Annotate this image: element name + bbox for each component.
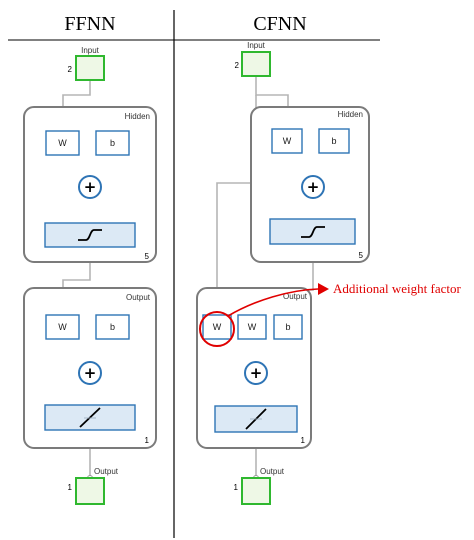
ffnn-hidden-plus-icon: + (84, 178, 97, 196)
ffnn-input-node (75, 55, 105, 81)
cfnn-network: Input 2 Hidden W b + 5 Output W W b + 1 (196, 41, 461, 505)
ffnn-hidden-label: Hidden (125, 112, 150, 121)
ffnn-output-sum-node (78, 361, 102, 385)
ffnn-hidden-sum-node (78, 175, 102, 199)
cfnn-hidden-weight-label: W (283, 136, 292, 146)
cfnn-output-bias-label: b (285, 322, 290, 332)
cfnn-output-node (241, 477, 271, 505)
cfnn-output-layer-label: Output (283, 292, 308, 301)
ffnn-output-size: 1 (68, 483, 73, 492)
ffnn-hidden-size: 5 (145, 252, 150, 261)
cfnn-output-label: Output (260, 467, 285, 476)
cfnn-extra-weight-box (202, 314, 232, 340)
cfnn-output-bias-box (273, 314, 303, 340)
cfnn-hidden-bias-box (318, 128, 350, 154)
ffnn-title: FFNN (64, 13, 115, 35)
ffnn-input-label: Input (81, 46, 100, 55)
cfnn-output-weight-label: W (248, 322, 257, 332)
ffnn-hidden-bias-label: b (110, 138, 115, 148)
cfnn-hidden-sum-node (301, 175, 325, 199)
annotation-arrow-head-icon (318, 283, 329, 295)
cfnn-output-sum-node (244, 361, 268, 385)
cfnn-output-weight-box (237, 314, 267, 340)
ffnn-hidden-weight-label: W (58, 138, 67, 148)
ffnn-network: Input 2 Hidden W b + 5 Output W b + 1 Ou… (23, 46, 157, 505)
cfnn-hidden-plus-icon: + (307, 178, 320, 196)
ffnn-hidden-bias-box (95, 130, 130, 156)
ffnn-output-weight-label: W (58, 322, 67, 332)
ffnn-input-to-w-connector (62, 80, 91, 113)
annotation-arrow-line (227, 288, 319, 317)
cfnn-hidden-bias-label: b (331, 136, 336, 146)
ffnn-output-node (75, 477, 105, 505)
sigmoid-icon (301, 226, 325, 238)
cfnn-output-size: 1 (234, 483, 239, 492)
annotation-text: Additional weight factor (333, 281, 461, 296)
cfnn-output-plus-icon: + (250, 364, 263, 382)
cfnn-input-size: 2 (235, 61, 240, 70)
ffnn-hidden-weight-box (45, 130, 80, 156)
cfnn-hidden-weight-box (271, 128, 303, 154)
cfnn-output-layer-size: 1 (301, 436, 306, 445)
ffnn-output-bias-label: b (110, 322, 115, 332)
ffnn-output-weight-box (45, 314, 80, 340)
ffnn-output-plus-icon: + (84, 364, 97, 382)
cfnn-input-node (241, 51, 271, 77)
sigmoid-icon (78, 229, 102, 241)
cfnn-input-to-hidden-connector (255, 76, 289, 113)
cfnn-title: CFNN (253, 13, 306, 35)
ffnn-output-label: Output (94, 467, 119, 476)
cfnn-hidden-label: Hidden (338, 110, 363, 119)
ffnn-output-bias-box (95, 314, 130, 340)
highlight-circle (199, 311, 235, 347)
cfnn-input-label: Input (247, 41, 266, 50)
ffnn-output-layer-label: Output (126, 293, 151, 302)
ffnn-input-size: 2 (68, 65, 73, 74)
ffnn-output-layer-size: 1 (145, 436, 150, 445)
linear-icon (79, 407, 101, 428)
cfnn-hidden-size: 5 (359, 251, 364, 260)
cfnn-extra-weight-label: W (213, 322, 222, 332)
